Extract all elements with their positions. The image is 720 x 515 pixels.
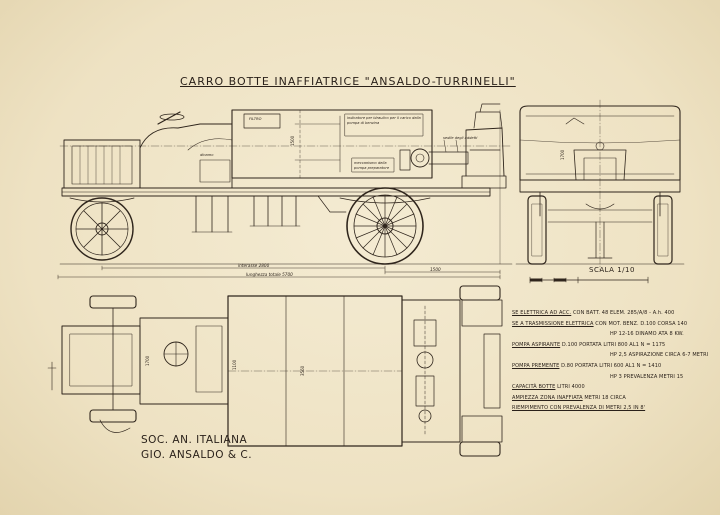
specifications-table: SE ELETTRICA AD ACC. CON BATT. 48 ELEM. …	[512, 308, 712, 414]
tank-hatch-label: FILTRO	[249, 117, 262, 121]
seat-note: sedile degli addetti	[443, 136, 478, 140]
rear-view	[515, 99, 685, 284]
tank-height-front-dimension: 1700	[560, 149, 565, 160]
spec-row: POMPA ASPIRANTE D.100 PORTATA LITRI 800 …	[512, 341, 666, 348]
spec-row: HP 12-16 DINAMO ATA 8 KW.	[610, 331, 684, 338]
spec-row: HP 3 PREVALENZA METRI 15	[610, 373, 684, 380]
spec-row: AMPIEZZA ZONA INAFFIATA METRI 18 CIRCA	[512, 394, 626, 401]
company-block: SOC. AN. ITALIANA GIO. ANSALDO & C.	[141, 433, 252, 463]
rear-overhang-dimension: 1500	[430, 267, 441, 272]
company-line-1: SOC. AN. ITALIANA	[141, 434, 248, 446]
dynamo-label: dinamo	[200, 153, 214, 157]
spec-row: SE A TRASMISSIONE ELETTRICA CON MOT. BEN…	[512, 320, 688, 327]
scale-label: SCALA 1/10	[589, 266, 635, 274]
pump-detail-note: meccanismo della pompa preparatore	[354, 161, 390, 170]
side-view	[57, 103, 513, 280]
tank-width-top-dimension: 1100	[232, 359, 237, 370]
spec-row: SE ELETTRICA AD ACC. CON BATT. 48 ELEM. …	[512, 310, 675, 316]
tank-height-side-dimension: 1500	[290, 135, 295, 146]
spec-row: HP 2,5 ASPIRAZIONE CIRCA 6-7 METRI	[610, 352, 709, 359]
drawing-title: CARRO BOTTE INAFFIATRICE "ANSALDO-TURRIN…	[180, 75, 516, 88]
pump-note: indicatore per idraulico per il carico d…	[347, 116, 421, 125]
company-line-2: GIO. ANSALDO & C.	[141, 449, 253, 461]
plan-view	[47, 285, 503, 457]
wheelbase-dimension: interasse 2800	[238, 263, 270, 268]
spec-row: POMPA PREMENTE D.80 PORTATA LITRI 600 AL…	[512, 362, 662, 369]
axle-top-dimension: 1700	[145, 355, 150, 366]
spec-row: CAPACITÀ BOTTE LITRI 4000	[512, 384, 585, 391]
spec-row: RIEMPIMENTO CON PREVALENZA DI METRI 2,5 …	[512, 405, 646, 412]
tank-length-top-dimension: 3560	[300, 365, 305, 376]
total-length-dimension: lunghezza totale 5700	[246, 272, 293, 277]
